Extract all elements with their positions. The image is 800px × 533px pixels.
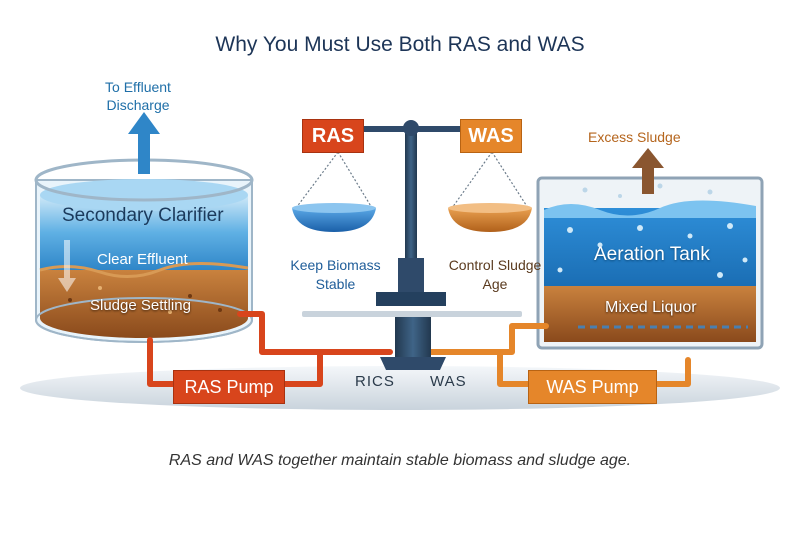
- caption: RAS and WAS together maintain stable bio…: [168, 452, 632, 469]
- ras-pump-badge: RAS Pump: [173, 370, 285, 404]
- sludge-settling-label: Sludge Settling: [90, 297, 191, 314]
- base-ras-label: RICS: [355, 373, 395, 390]
- aeration-tank: [536, 176, 764, 350]
- balance-scale: [292, 120, 532, 370]
- ground-platform: [20, 366, 780, 410]
- was-pump-badge: WAS Pump: [528, 370, 657, 404]
- clear-effluent-label: Clear Effluent: [97, 251, 188, 268]
- base-was-label: WAS: [430, 373, 467, 390]
- page-title: Why You Must Use Both RAS and WAS: [215, 33, 585, 56]
- ras-role-label: Keep Biomass Stable: [290, 257, 381, 292]
- clarifier-title: Secondary Clarifier: [62, 205, 224, 226]
- ras-badge: RAS: [302, 119, 364, 153]
- was-role-label: Control Sludge Age: [448, 257, 542, 292]
- mixed-liquor-label: Mixed Liquor: [605, 299, 697, 316]
- excess-sludge-up-arrow: [632, 148, 664, 194]
- excess-sludge-label: Excess Sludge: [588, 129, 681, 145]
- effluent-discharge-label: To Effluent Discharge: [105, 79, 171, 113]
- aeration-tank-title: Aeration Tank: [594, 244, 710, 265]
- effluent-up-arrow: [128, 112, 160, 174]
- was-badge: WAS: [460, 119, 522, 153]
